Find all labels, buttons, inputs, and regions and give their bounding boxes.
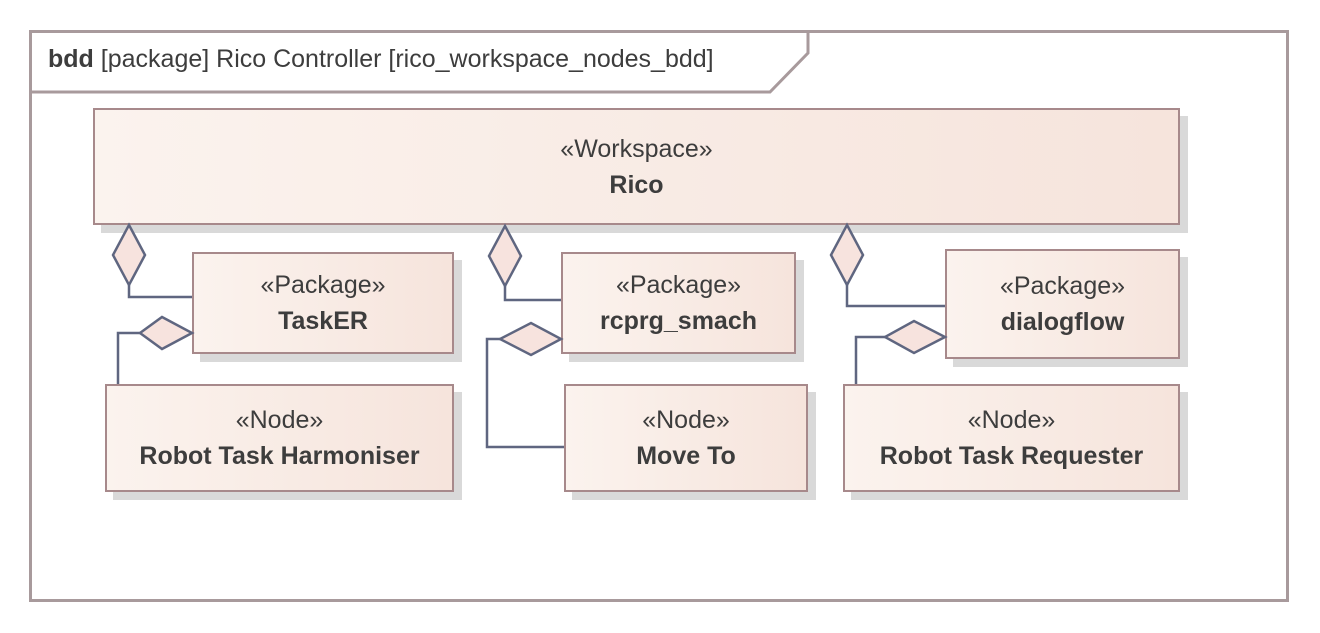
block-name: Robot Task Harmoniser [139,442,420,470]
block-name: dialogflow [1000,308,1125,336]
block-package-tasker[interactable]: «Package» TaskER [192,252,454,354]
composition-diamond [829,222,865,288]
block-node-robot-task-requester[interactable]: «Node» Robot Task Requester [843,384,1180,492]
block-name: Rico [609,170,664,199]
connector-rcprg-smach-move-to [485,337,564,449]
composition-diamond [111,222,147,288]
connector-tasker-harmoniser [116,331,140,384]
block-stereotype: «Node» [642,406,730,434]
block-name: Move To [636,442,736,470]
block-package-dialogflow[interactable]: «Package» dialogflow [945,249,1180,359]
composition-diamond [487,223,523,289]
connector-workspace-tasker [127,285,192,299]
composition-diamond [882,319,948,355]
block-stereotype: «Package» [260,271,386,299]
frame-title: bdd [package] Rico Controller [rico_work… [48,45,714,74]
block-stereotype: «Node» [967,406,1056,434]
block-name: TaskER [278,307,368,335]
connector-dialogflow-requester [854,335,885,384]
frame-title-text: [package] Rico Controller [rico_workspac… [100,45,714,73]
block-package-rcprg-smach[interactable]: «Package» rcprg_smach [561,252,796,354]
block-workspace-rico[interactable]: «Workspace» Rico [93,108,1180,225]
block-node-robot-task-harmoniser[interactable]: «Node» Robot Task Harmoniser [105,384,454,492]
block-stereotype: «Node» [235,406,324,434]
block-name: Robot Task Requester [879,442,1144,470]
block-stereotype: «Package» [999,272,1126,300]
frame-tab-outline [32,33,810,94]
block-name: rcprg_smach [599,307,758,335]
connector-workspace-rcprg-smach [503,286,561,302]
block-node-move-to[interactable]: «Node» Move To [564,384,808,492]
block-stereotype: «Workspace» [560,134,713,163]
composition-diamond [137,315,195,351]
connector-workspace-dialogflow [845,285,945,308]
frame-keyword: bdd [48,45,94,73]
block-stereotype: «Package» [615,271,742,299]
composition-diamond [497,321,564,357]
